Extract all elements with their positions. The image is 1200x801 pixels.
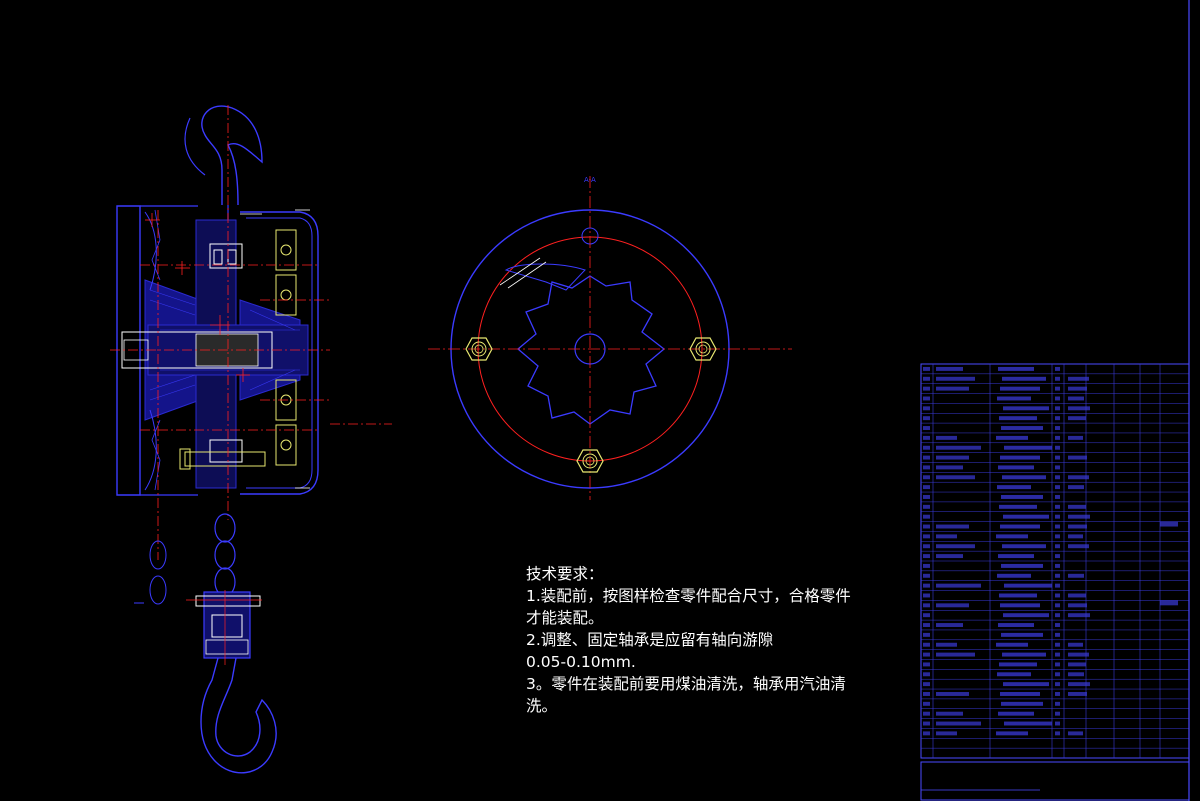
housing-bolt xyxy=(184,451,266,467)
title-block xyxy=(920,761,1190,801)
notes-title: 技术要求： xyxy=(526,565,604,583)
note-line-3: 2.调整、固定轴承是应留有轴向游隙 xyxy=(526,631,774,649)
lower-hook-block xyxy=(134,513,277,774)
technical-requirements: 技术要求： 1.装配前，按图样检查零件配合尺寸，合格零件 才能装配。 2.调整、… xyxy=(526,563,896,717)
housing-right-shell xyxy=(240,211,319,495)
section-centerlines xyxy=(110,105,392,560)
parts-list-table xyxy=(920,363,1190,759)
note-line-1: 1.装配前，按图样检查零件配合尺寸，合格零件 xyxy=(526,587,851,605)
aa-section-view: A-A xyxy=(428,176,792,500)
rim-bolt-right xyxy=(689,337,717,361)
hoist-section-view xyxy=(110,105,392,774)
bearing-set xyxy=(209,243,243,463)
top-hook xyxy=(201,105,263,206)
rim-bolt-left xyxy=(465,337,493,361)
ratchet-wheel xyxy=(516,275,666,425)
housing-left-shell xyxy=(116,205,141,496)
note-line-2: 才能装配。 xyxy=(526,609,604,627)
note-line-5: 3。零件在装配前要用煤油清洗，轴承用汽油清 xyxy=(526,675,846,693)
pawl xyxy=(504,263,586,291)
note-line-4: 0.05-0.10mm. xyxy=(526,653,636,671)
bottom-hook xyxy=(200,657,277,774)
rim-bolt-bottom xyxy=(576,449,604,473)
note-line-6: 洗。 xyxy=(526,697,558,715)
